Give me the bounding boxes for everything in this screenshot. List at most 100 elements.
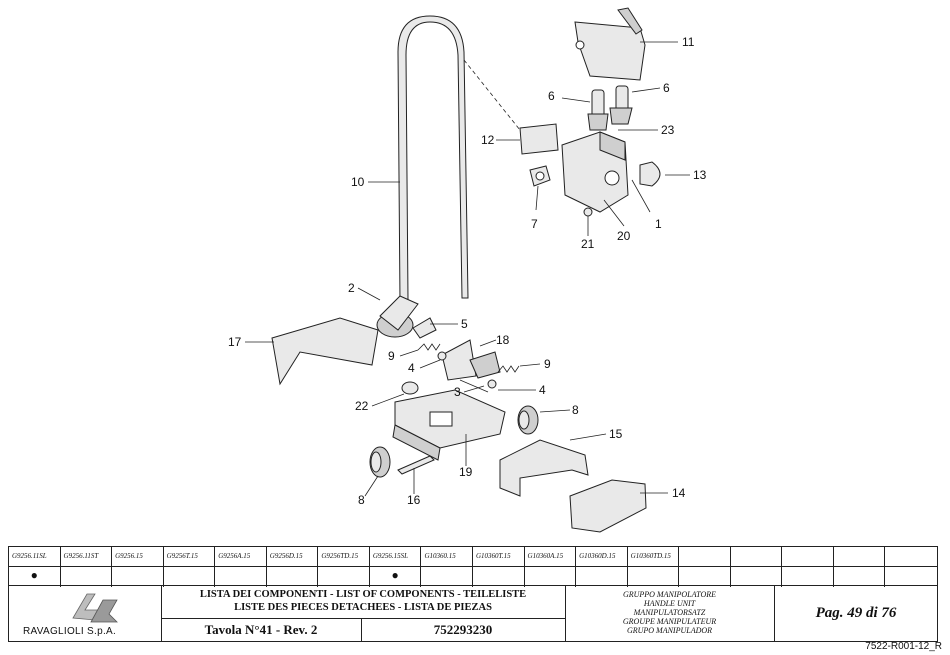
base-frame [392,389,506,461]
model-code: G9256.15 [112,547,164,567]
callout-7: 7 [531,217,538,231]
model-code: G10360D.15 [576,547,628,567]
callout-2: 2 [348,281,355,295]
callout-14: 14 [672,486,686,500]
linkage [412,317,520,393]
callout-17: 17 [228,335,242,349]
applicability-mark [834,567,886,587]
applicability-mark [318,567,370,587]
guard-15 [499,439,589,497]
applicability-mark [576,567,628,587]
callout-9b: 9 [544,357,551,371]
model-code: G10360A.15 [524,547,577,567]
table-info: Tavola N°41 - Rev. 2 752293230 [161,618,565,642]
top-bracket [574,7,646,81]
knobs [587,85,633,131]
applicability-mark [267,567,319,587]
applicability-mark [731,567,783,587]
applicability-mark [885,567,937,587]
applicability-mark [164,567,216,587]
title-line-1: LISTA DEI COMPONENTI - LIST OF COMPONENT… [199,589,527,600]
model-code: G10360TD.15 [627,547,680,567]
handle-tube [397,15,521,303]
callout-6b: 6 [663,81,670,95]
callout-21: 21 [581,237,595,251]
callout-15: 15 [609,427,623,441]
group-name-en: HANDLE UNIT [643,599,696,608]
group-name-it: GRUPPO MANIPOLATORE [622,590,717,599]
bolt-21 [583,207,593,217]
callout-6a: 6 [548,89,555,103]
exploded-parts-drawing: 11 6 6 23 12 13 10 7 21 20 1 2 5 17 18 9… [228,7,707,533]
callout-8a: 8 [572,403,579,417]
model-code: G10360T.15 [473,547,525,567]
bar-16 [397,455,435,475]
callout-9a: 9 [388,349,395,363]
title-cell: LISTA DEI COMPONENTI - LIST OF COMPONENT… [161,586,566,642]
callout-1: 1 [655,217,662,231]
cap [639,161,661,187]
applicability-mark [421,567,473,587]
applicability-mark [112,567,164,587]
cylinder [376,295,419,338]
model-code-grid: G9256.11SL G9256.11ST G9256.15 G9256T.15… [8,546,938,587]
applicability-mark [61,567,113,587]
applicability-mark: ● [370,567,422,587]
group-name-es: GRUPO MANIPULADOR [626,626,713,635]
model-code [782,547,834,567]
callout-3: 3 [454,385,461,399]
guard-14 [569,479,647,533]
applicability-mark [525,567,577,587]
model-code [730,547,783,567]
applicability-mark [473,567,525,587]
callout-13: 13 [693,168,707,182]
group-name-cell: GRUPPO MANIPOLATORE HANDLE UNIT MANIPULA… [565,586,775,641]
applicability-mark [628,567,680,587]
applicability-mark [679,567,731,587]
group-name-de: MANIPULATORSATZ [633,608,706,617]
ravaglioli-logo [72,593,118,623]
group-name-fr: GROUPE MANIPULATEUR [622,617,717,626]
model-code [885,547,937,567]
document-reference: 7522-R001-12_R [865,641,942,652]
logo-cell: RAVAGLIOLI S.p.A. [9,586,162,641]
main-body [561,131,629,213]
table-number: Tavola N°41 - Rev. 2 [161,619,362,642]
model-code [679,547,731,567]
model-code: G9256T.15 [163,547,216,567]
title-block: G9256.11SL G9256.11ST G9256.15 G9256T.15… [8,546,938,644]
leader-lines [245,41,690,497]
title-line-2: LISTE DES PIECES DETACHEES - LISTA DE PI… [234,602,492,613]
callout-20: 20 [617,229,631,243]
callout-4b: 4 [539,383,546,397]
callout-5: 5 [461,317,468,331]
callout-22: 22 [355,399,369,413]
company-name: RAVAGLIOLI S.p.A. [23,626,117,637]
clamp-22 [401,381,419,395]
applicability-mark [215,567,267,587]
drawing-code: 752293230 [433,622,493,637]
callout-16: 16 [407,493,421,507]
model-code: G9256D.15 [266,547,319,567]
model-code: G9256.15SL [369,547,422,567]
model-code: G9256.11SL [9,547,61,567]
applicability-mark [782,567,834,587]
callout-12: 12 [481,133,495,147]
callout-10: 10 [351,175,365,189]
plate [519,123,559,155]
callout-18: 18 [496,333,510,347]
guard-17 [271,317,379,386]
nut-7 [529,165,551,187]
model-code: G9256TD.15 [318,547,370,567]
model-code [833,547,886,567]
model-code: G10360.15 [421,547,473,567]
wheels [369,405,539,478]
callout-8b: 8 [358,493,365,507]
title-block-lower: RAVAGLIOLI S.p.A. LISTA DEI COMPONENTI -… [8,586,938,642]
callout-11: 11 [682,35,695,49]
applicability-mark: ● [9,567,61,587]
callout-19: 19 [459,465,473,479]
model-code: G9256.11ST [60,547,113,567]
callout-4a: 4 [408,361,415,375]
callout-23: 23 [661,123,675,137]
